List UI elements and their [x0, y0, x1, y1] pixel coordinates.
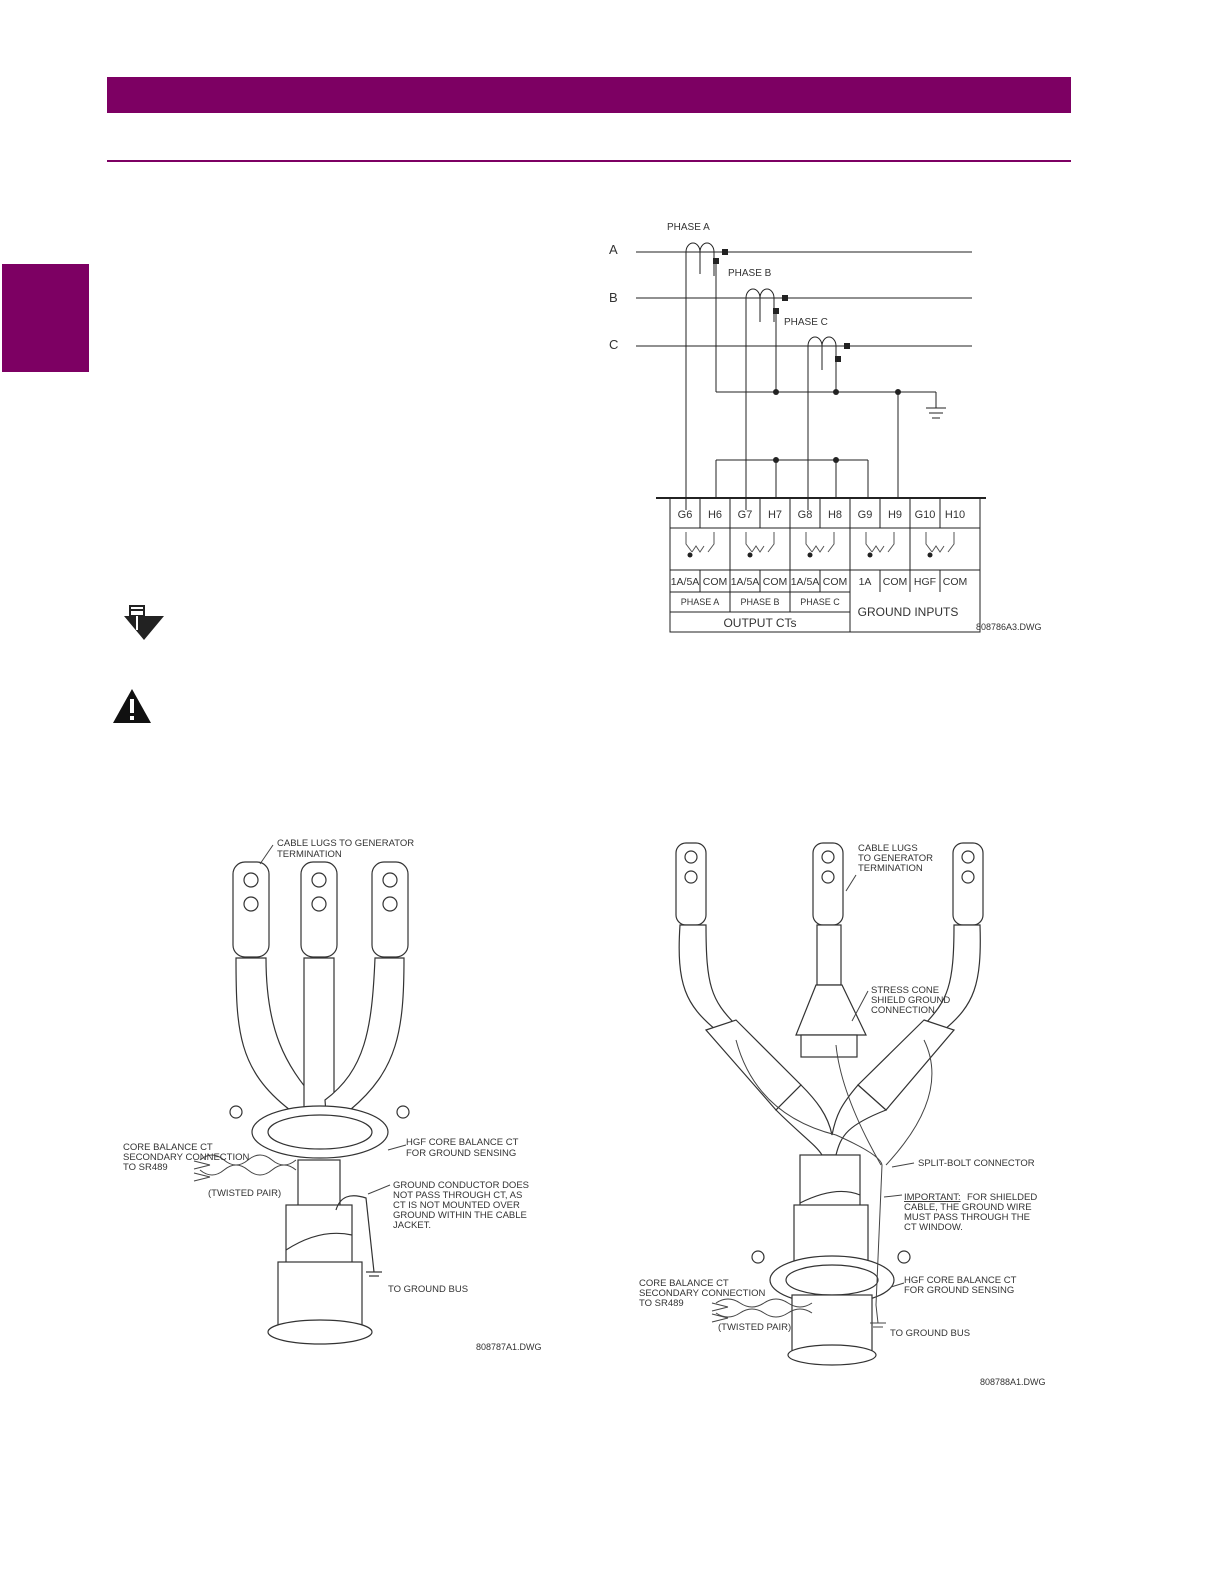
- group-phase-c: PHASE C: [800, 597, 840, 607]
- dwg-number: 808788A1.DWG: [980, 1377, 1046, 1387]
- bus-label-a: A: [609, 242, 618, 257]
- phase-a-label: PHASE A: [667, 222, 710, 233]
- group-phase-b: PHASE B: [740, 597, 779, 607]
- rating-label: COM: [823, 576, 848, 588]
- ground-bus-label: TO GROUND BUS: [890, 1328, 970, 1339]
- terminal-label: H10: [945, 509, 965, 521]
- chapter-side-tab: [2, 264, 89, 372]
- rating-label: COM: [883, 576, 908, 588]
- lugs-label: TO GENERATOR: [858, 853, 933, 864]
- dwg-number: 808787A1.DWG: [476, 1342, 542, 1352]
- important-note: CABLE, THE GROUND WIRE: [904, 1202, 1032, 1213]
- terminal-label: H7: [768, 509, 782, 521]
- terminal-label: G9: [858, 509, 873, 521]
- ct-label: FOR GROUND SENSING: [904, 1285, 1014, 1296]
- terminal-label: G7: [738, 509, 753, 521]
- rating-label: COM: [763, 576, 788, 588]
- rating-label: HGF: [914, 576, 936, 588]
- secondary-label: TO SR489: [123, 1162, 168, 1173]
- rating-label: COM: [943, 576, 968, 588]
- secondary-label: SECONDARY CONNECTION: [639, 1288, 765, 1299]
- lugs-label: TERMINATION: [858, 863, 923, 874]
- dwg-number: 808786A3.DWG: [976, 622, 1042, 632]
- ground-note: NOT PASS THROUGH CT, AS: [393, 1190, 522, 1201]
- rating-label: 1A/5A: [731, 576, 760, 588]
- important-note: FOR SHIELDED: [967, 1192, 1037, 1203]
- lugs-label: CABLE LUGS TO GENERATOR: [277, 838, 414, 849]
- ct-label: FOR GROUND SENSING: [406, 1148, 516, 1159]
- ground-bus-label: TO GROUND BUS: [388, 1284, 468, 1295]
- secondary-label: TO SR489: [639, 1298, 684, 1309]
- ground-note: GROUND CONDUCTOR DOES: [393, 1180, 529, 1191]
- ground-note: CT IS NOT MOUNTED OVER: [393, 1200, 520, 1211]
- group-phase-a: PHASE A: [681, 597, 720, 607]
- twisted-pair-label: (TWISTED PAIR): [718, 1322, 791, 1333]
- rating-label: 1A: [859, 576, 872, 588]
- ct-wiring-diagram: A B C PHASE A PHASE B PHASE C G6 H6 G7 H…: [609, 222, 1042, 633]
- phase-c-label: PHASE C: [784, 317, 828, 328]
- lugs-label: CABLE LUGS: [858, 843, 918, 854]
- twisted-pair-label: (TWISTED PAIR): [208, 1188, 281, 1199]
- terminal-label: H8: [828, 509, 842, 521]
- split-bolt-label: SPLIT-BOLT CONNECTOR: [918, 1158, 1035, 1169]
- secondary-label: SECONDARY CONNECTION: [123, 1152, 249, 1163]
- important-note: CT WINDOW.: [904, 1222, 963, 1233]
- important-label: IMPORTANT:: [904, 1192, 961, 1203]
- lugs-label: TERMINATION: [277, 849, 342, 860]
- phase-b-label: PHASE B: [728, 268, 772, 279]
- ground-inputs-label: GROUND INPUTS: [858, 605, 959, 619]
- bus-label-c: C: [609, 337, 618, 352]
- rating-label: 1A/5A: [671, 576, 700, 588]
- ground-note: JACKET.: [393, 1220, 431, 1231]
- terminal-label: G6: [678, 509, 693, 521]
- secondary-label: CORE BALANCE CT: [639, 1278, 729, 1289]
- terminal-label: H6: [708, 509, 722, 521]
- ct-label: HGF CORE BALANCE CT: [406, 1137, 519, 1148]
- output-cts-label: OUTPUT CTs: [723, 616, 796, 630]
- header-bar: [107, 77, 1071, 113]
- ct-label: HGF CORE BALANCE CT: [904, 1275, 1017, 1286]
- warning-icon: [113, 689, 151, 723]
- note-icon: [124, 605, 164, 640]
- bus-label-b: B: [609, 290, 618, 305]
- important-note: MUST PASS THROUGH THE: [904, 1212, 1030, 1223]
- unshielded-cable-figure: CABLE LUGS TO GENERATOR TERMINATION HGF …: [123, 838, 542, 1352]
- rating-label: COM: [703, 576, 728, 588]
- ground-note: GROUND WITHIN THE CABLE: [393, 1210, 527, 1221]
- stress-cone-label: STRESS CONE: [871, 985, 939, 996]
- shielded-cable-figure: CABLE LUGS TO GENERATOR TERMINATION STRE…: [639, 842, 1046, 1387]
- terminal-label: H9: [888, 509, 902, 521]
- stress-cone-label: SHIELD GROUND: [871, 995, 950, 1006]
- stress-cone-label: CONNECTION: [871, 1005, 935, 1016]
- terminal-label: G8: [798, 509, 813, 521]
- header-rule: [107, 160, 1071, 162]
- secondary-label: CORE BALANCE CT: [123, 1142, 213, 1153]
- terminal-label: G10: [915, 509, 936, 521]
- rating-label: 1A/5A: [791, 576, 820, 588]
